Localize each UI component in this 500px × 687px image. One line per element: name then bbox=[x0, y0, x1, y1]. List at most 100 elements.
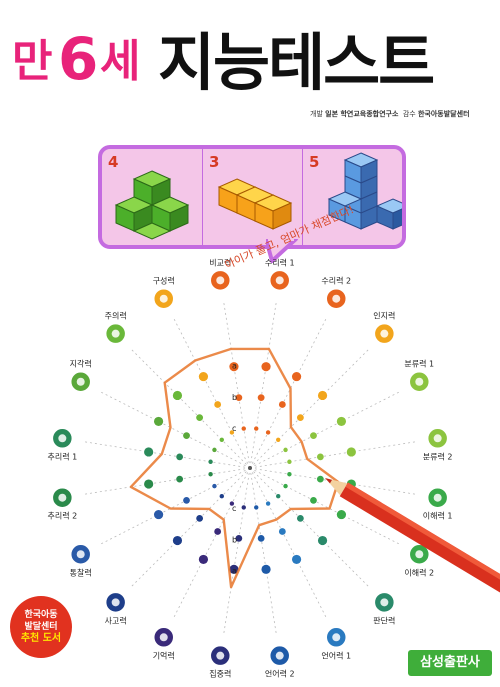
radar-spoke bbox=[249, 391, 400, 469]
level-dot bbox=[241, 505, 246, 510]
puzzle-panel-3: 5 bbox=[302, 149, 402, 245]
ability-label: 이해력 2 bbox=[404, 567, 434, 577]
level-dot bbox=[310, 432, 317, 440]
badge-line-2: 발달센터 bbox=[24, 622, 58, 632]
radar-spoke bbox=[84, 441, 251, 469]
ability-icon-glyph bbox=[76, 377, 85, 386]
level-dot bbox=[291, 371, 302, 382]
radar-spoke bbox=[249, 467, 277, 634]
radar-spoke bbox=[100, 467, 251, 545]
level-dot bbox=[229, 362, 239, 372]
publisher-logo: 삼성출판사 bbox=[408, 650, 492, 676]
puzzle-bubble: 4 3 bbox=[98, 145, 406, 249]
ability-label: 집중력 bbox=[209, 669, 231, 679]
badge-line-3: 추천 도서 bbox=[20, 633, 62, 644]
level-dot bbox=[196, 414, 204, 422]
level-dot bbox=[296, 414, 304, 422]
ability-icon-glyph bbox=[58, 434, 67, 443]
level-dot bbox=[183, 496, 190, 504]
level-dot bbox=[276, 494, 281, 499]
level-dot bbox=[196, 514, 204, 522]
level-dot bbox=[144, 479, 154, 489]
level-dot bbox=[261, 564, 271, 574]
ability-label: 언어력 2 bbox=[265, 669, 295, 679]
axis-marker: c bbox=[232, 504, 236, 513]
radar-spoke bbox=[173, 318, 251, 469]
radar-spoke bbox=[84, 467, 251, 495]
bubble-tail bbox=[266, 239, 298, 263]
ability-icon-glyph bbox=[216, 276, 225, 285]
credits-review-label: 감수 bbox=[402, 110, 416, 118]
axis-marker: b bbox=[232, 393, 237, 402]
ability-label: 분류력 1 bbox=[404, 359, 434, 369]
level-dot bbox=[214, 528, 222, 535]
level-dot bbox=[172, 535, 183, 546]
level-dot bbox=[229, 564, 239, 574]
credits-dev-label: 개발 bbox=[310, 110, 323, 118]
level-dot bbox=[265, 430, 271, 435]
ability-label: 분류력 2 bbox=[423, 451, 453, 461]
ability-icon-glyph bbox=[332, 633, 341, 642]
puzzle-panel-2: 3 bbox=[202, 149, 303, 245]
ability-label: 수리력 2 bbox=[321, 276, 351, 286]
level-dot bbox=[229, 501, 235, 506]
radar-spoke bbox=[249, 302, 277, 469]
level-dot bbox=[336, 509, 347, 520]
ability-label: 구성력 bbox=[153, 276, 175, 286]
puzzle-panel-1: 4 bbox=[102, 149, 202, 245]
level-dot bbox=[278, 528, 286, 535]
score-line bbox=[129, 347, 340, 589]
level-dot bbox=[254, 426, 259, 431]
level-dot bbox=[153, 509, 164, 520]
ability-icon-glyph bbox=[216, 651, 225, 660]
book-title: 만 6 세 지능테스트 bbox=[0, 28, 500, 98]
recommendation-badge: 한국아동 발달센터 추천 도서 bbox=[10, 596, 72, 658]
radar-spoke bbox=[173, 467, 251, 618]
level-dot bbox=[336, 416, 347, 427]
level-dot bbox=[291, 554, 302, 565]
axis-marker: a bbox=[232, 361, 237, 370]
level-dot bbox=[317, 390, 328, 401]
level-dot bbox=[257, 394, 265, 402]
ability-icon-glyph bbox=[58, 493, 67, 502]
level-dot bbox=[346, 447, 356, 457]
ability-icon-glyph bbox=[275, 651, 284, 660]
ability-label: 추리력 2 bbox=[47, 511, 77, 521]
radar-center bbox=[248, 466, 252, 470]
level-dot bbox=[219, 494, 224, 499]
radar-spoke bbox=[249, 441, 416, 469]
level-dot bbox=[265, 501, 271, 506]
ability-icon-glyph bbox=[76, 550, 85, 559]
level-dot bbox=[278, 401, 286, 408]
title-prefix: 만 bbox=[12, 36, 53, 87]
level-dot bbox=[316, 475, 324, 483]
ability-icon-glyph bbox=[380, 329, 389, 338]
panel-answer-3: 5 bbox=[309, 153, 320, 171]
level-dot bbox=[296, 514, 304, 522]
panel-answer-1: 4 bbox=[108, 153, 119, 171]
level-dot bbox=[153, 416, 164, 427]
level-dot bbox=[261, 362, 271, 372]
ability-label: 비교력 bbox=[209, 257, 231, 267]
level-dot bbox=[214, 401, 222, 408]
level-dot bbox=[235, 394, 243, 402]
level-dot bbox=[229, 430, 235, 435]
level-dot bbox=[219, 437, 224, 442]
title-suffix: 세 bbox=[100, 36, 141, 87]
ability-icon-glyph bbox=[415, 377, 424, 386]
ability-label: 이해력 1 bbox=[423, 511, 453, 521]
ability-icon-glyph bbox=[159, 633, 168, 642]
ability-label: 사고력 bbox=[105, 615, 127, 625]
credits-review-value: 한국아동발달센터 bbox=[417, 110, 470, 118]
level-dot bbox=[316, 453, 324, 461]
ability-icon-glyph bbox=[111, 598, 120, 607]
radar-spoke bbox=[249, 318, 327, 469]
level-dot bbox=[235, 534, 243, 542]
level-dot bbox=[208, 459, 213, 464]
level-dot bbox=[257, 534, 265, 542]
level-dot bbox=[172, 390, 183, 401]
ability-icon-glyph bbox=[275, 276, 284, 285]
axis-marker: c bbox=[232, 424, 236, 433]
ability-label: 언어력 1 bbox=[321, 650, 351, 660]
